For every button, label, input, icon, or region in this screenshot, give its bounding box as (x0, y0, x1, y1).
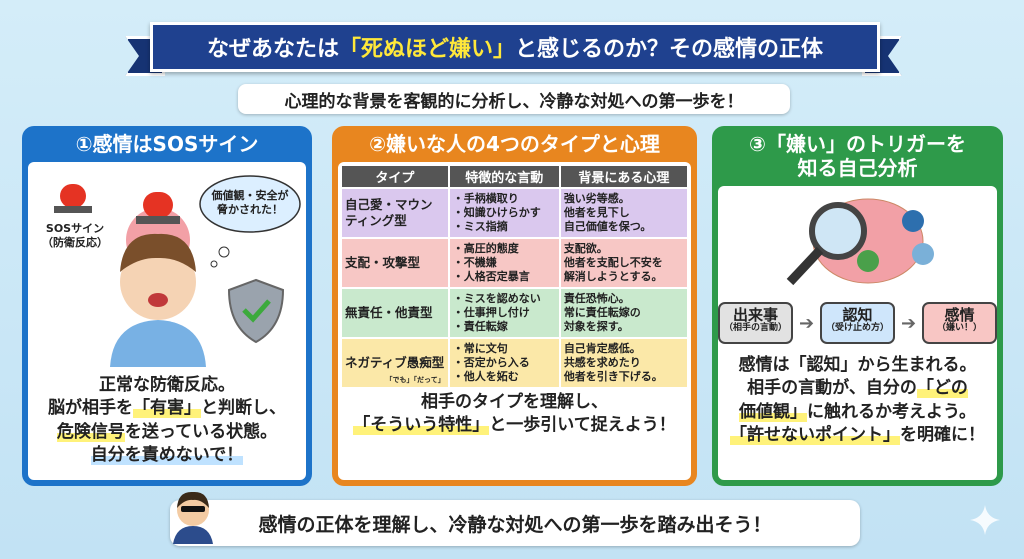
trigger-title-line1: ③「嫌い」のトリガーを (749, 132, 966, 156)
panel-types: ②嫌いな人の4つのタイプと心理 タイプ 特徴的な言動 背景にある心理 自己愛・マ… (332, 126, 697, 486)
cell-behaviors: ・手柄横取り ・知識ひけらかす ・ミス指摘 (449, 189, 559, 237)
person-icon (902, 210, 924, 232)
table-row: ネガティブ愚痴型「でも」「だって」・常に文句 ・否定から入る ・他人を妬む自己肯… (342, 339, 687, 387)
panel-types-body: タイプ 特徴的な言動 背景にある心理 自己愛・マウンティング型・手柄横取り ・知… (338, 162, 691, 480)
siren-icon (54, 184, 92, 213)
avatar (173, 491, 213, 544)
sos-label-line2: （防衛反応） (42, 236, 108, 250)
sos-text-line4: 自分を責めないで！ (90, 445, 244, 466)
table-row: 無責任・他責型・ミスを認めない ・仕事押し付け ・責任転嫁責任恐怖心。 常に責任… (342, 289, 687, 337)
sos-text-line2-pre: 脳が相手を (48, 398, 133, 419)
siren-head-icon (136, 192, 180, 224)
flow-sub: （受け止め方） (825, 322, 889, 333)
sos-label-line1: SOSサイン (45, 222, 105, 235)
panel-sos: ①感情はSOSサイン SOSサイン （防衛反応） 価値観・安全が 脅かされた！ … (22, 126, 312, 486)
trigger-text-line3-mark: 価値観」 (739, 401, 807, 422)
arrow-right-icon: ➔ (798, 312, 815, 334)
sos-text-line3-mark: 危険信号 (56, 421, 125, 442)
cognition-flow: 出来事（相手の言動）➔認知（受け止め方）➔感情（嫌い！） (718, 302, 997, 344)
illus-caption: 「でも」「だって」 (385, 376, 445, 385)
brain-magnifier-illustration (786, 198, 934, 286)
cell-psych: 責任恐怖心。 常に責任転嫁の 対象を探す。 (560, 289, 687, 337)
boy-face (120, 244, 196, 320)
magnifier-icon (786, 202, 867, 286)
title-highlight: 「死ぬほど嫌い」 (338, 37, 515, 62)
panel-trigger: ③「嫌い」のトリガーを 知る自己分析 出来事（相手の言動）➔認知（受け止め方）➔… (712, 126, 1003, 486)
types-text-line2-post: と一歩引いて捉えよう！ (489, 415, 676, 436)
col-header-behavior: 特徴的な言動 (449, 166, 559, 187)
types-text-line1: 相手のタイプを理解し、 (421, 392, 608, 412)
table-row: 支配・攻撃型・高圧的態度 ・不機嫌 ・人格否定暴言支配欲。 他者を支配し不安を … (342, 239, 687, 287)
footer-banner: 感情の正体を理解し、冷静な対処への第一歩を踏み出そう！ (170, 500, 860, 546)
trigger-text-line4-post: を明確に！ (900, 425, 985, 446)
cell-type: 無責任・他責型 (342, 289, 448, 337)
bubble-line1: 価値観・安全が (211, 189, 289, 202)
sos-text-line3-post: を送っている状態。 (124, 421, 278, 442)
subtitle: 心理的な背景を客観的に分析し、冷静な対処への第一歩を！ (238, 84, 790, 114)
flow-label: 認知 (842, 306, 873, 324)
sparkle-icon (970, 505, 1000, 535)
cell-behaviors: ・常に文句 ・否定から入る ・他人を妬む (449, 339, 559, 387)
trigger-text-line2-mark: 「どの (916, 378, 968, 399)
panel-sos-text: 正常な防衛反応。 脳が相手を「有害」と判断し、 危険信号を送っている状態。 自分… (28, 374, 306, 468)
trigger-text-line4-mark: 「許せないポイント」 (730, 425, 900, 446)
sos-illustration (54, 175, 301, 367)
panel-trigger-text: 感情は「認知」から生まれる。 相手の言動が、自分の「どの 価値観」に触れるか考え… (718, 354, 997, 448)
cell-psych: 自己肯定感低。 共感を求めたり 他者を引き下げる。 (560, 339, 687, 387)
panel-types-title: ②嫌いな人の4つのタイプと心理 (369, 132, 660, 156)
col-header-type: タイプ (342, 166, 448, 187)
types-table: タイプ 特徴的な言動 背景にある心理 自己愛・マウンティング型・手柄横取り ・知… (340, 164, 689, 389)
cell-psych: 強い劣等感。 他者を見下し 自己価値を保つ。 (560, 189, 687, 237)
plant-icon (857, 250, 879, 272)
thought-bubble (199, 175, 301, 233)
title-banner: なぜあなたは 「死ぬほど嫌い」 と感じるのか？その感情の正体 (150, 22, 880, 72)
panel-sos-title: ①感情はSOSサイン (75, 132, 259, 156)
sos-text-line2-post: と判断し、 (201, 398, 286, 419)
cell-behaviors: ・高圧的態度 ・不機嫌 ・人格否定暴言 (449, 239, 559, 287)
panel-trigger-body: 出来事（相手の言動）➔認知（受け止め方）➔感情（嫌い！） 感情は「認知」から生ま… (718, 186, 997, 480)
panel-trigger-title: ③「嫌い」のトリガーを 知る自己分析 (718, 126, 997, 186)
cell-psych: 支配欲。 他者を支配し不安を 解消しようとする。 (560, 239, 687, 287)
arrow-right-icon: ➔ (900, 312, 917, 334)
title-post: と感じるのか？その感情の正体 (515, 37, 824, 62)
cell-type: ネガティブ愚痴型「でも」「だって」 (342, 339, 448, 387)
footer-text: 感情の正体を理解し、冷静な対処への第一歩を踏み出そう！ (258, 513, 772, 536)
sos-label: SOSサイン （防衛反応） (42, 222, 108, 251)
flow-sub: （相手の言動） (723, 322, 787, 333)
handshake-icon (912, 243, 934, 265)
sos-text-line2-mark: 「有害」 (133, 398, 201, 419)
trigger-text-line1: 感情は「認知」から生まれる。 (738, 355, 977, 375)
flow-box: 出来事（相手の言動） (718, 302, 793, 344)
flow-label: 感情 (944, 306, 975, 324)
title-pre: なぜあなたは (206, 37, 339, 62)
trigger-text-line2-pre: 相手の言動が、自分の (747, 378, 917, 399)
trigger-text-line3-post: に触れるか考えよう。 (807, 401, 976, 422)
bubble-line2: 脅かされた！ (217, 203, 283, 217)
cell-type: 支配・攻撃型 (342, 239, 448, 287)
flow-label: 出来事 (732, 306, 778, 324)
cell-type: 自己愛・マウンティング型 (342, 189, 448, 237)
panel-types-text: 相手のタイプを理解し、 「そういう特性」と一歩引いて捉えよう！ (340, 391, 689, 438)
flow-box: 感情（嫌い！） (922, 302, 997, 344)
thought-bubble-text: 価値観・安全が 脅かされた！ (204, 189, 296, 218)
types-text-line2-mark: 「そういう特性」 (353, 415, 490, 436)
flow-box: 認知（受け止め方） (820, 302, 895, 344)
shield-icon (227, 278, 285, 344)
trigger-title-line2: 知る自己分析 (797, 156, 918, 180)
panel-sos-body: SOSサイン （防衛反応） 価値観・安全が 脅かされた！ 正常な防衛反応。 脳が… (28, 162, 306, 480)
col-header-psych: 背景にある心理 (560, 166, 687, 187)
flow-sub: （嫌い！） (937, 322, 983, 333)
table-row: 自己愛・マウンティング型・手柄横取り ・知識ひけらかす ・ミス指摘強い劣等感。 … (342, 189, 687, 237)
sos-text-line1: 正常な防衛反応。 (99, 375, 235, 395)
cell-behaviors: ・ミスを認めない ・仕事押し付け ・責任転嫁 (449, 289, 559, 337)
